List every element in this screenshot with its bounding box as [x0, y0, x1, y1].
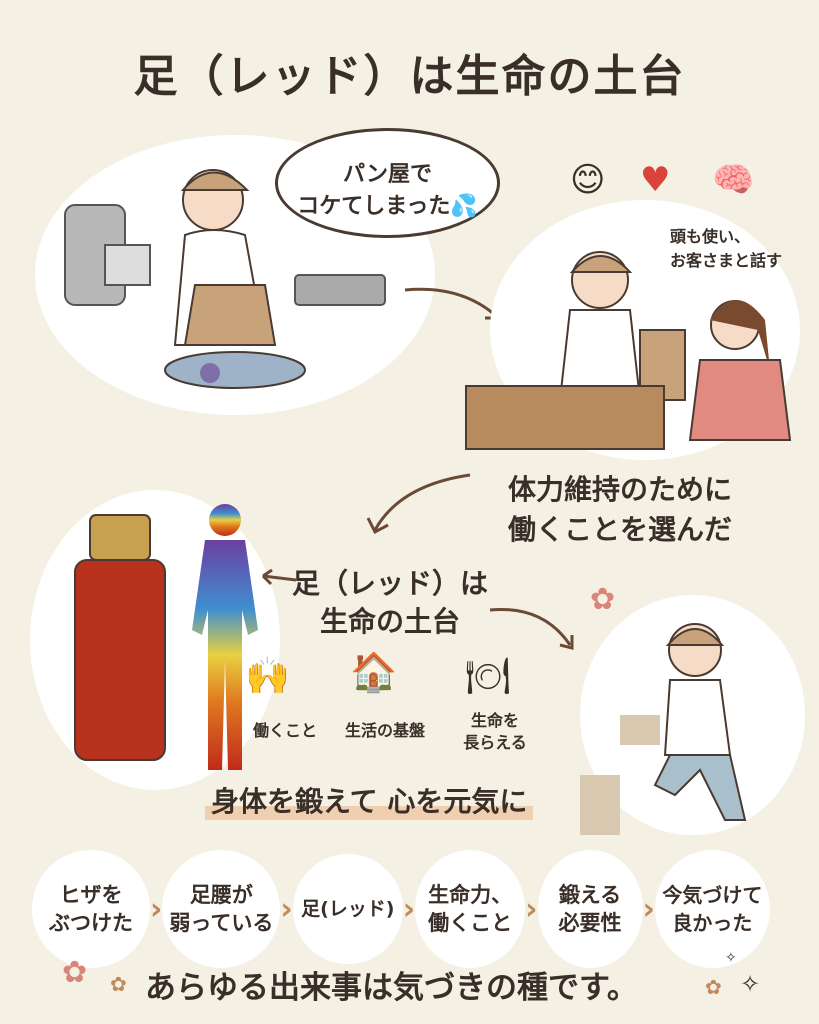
flow-step: ヒザを ぶつけた	[32, 850, 150, 968]
flow-step: 今気づけて 良かった	[654, 850, 770, 968]
chevron-right-icon: ›	[642, 891, 655, 927]
bakery-illustration	[558, 251, 792, 441]
speech-bubble: パン屋で コケてしまった💦	[275, 128, 500, 238]
arrow-icon	[366, 473, 471, 535]
speech-text: パン屋で コケてしまった💦	[297, 162, 478, 219]
footer-text: あらゆる出来事は気づきの種です。	[145, 970, 638, 1006]
brain-icon: 🧠	[712, 160, 755, 200]
scene-stairs	[580, 595, 805, 835]
heart-icon: ♥	[640, 160, 671, 200]
chevron-right-icon: ›	[280, 891, 293, 927]
scene-body	[30, 490, 280, 790]
flower-icon: ✿	[110, 972, 127, 996]
sparkle-icon: ✧	[740, 970, 761, 998]
chevron-right-icon: ›	[402, 891, 416, 927]
chevron-right-icon: ›	[525, 891, 538, 927]
flow-step: 鍛える 必要性	[537, 850, 643, 968]
slogan-text: 身体を鍛えて 心を元気に	[211, 785, 528, 818]
food-plate-icon: 🍽	[465, 656, 511, 697]
arrow-icon	[489, 607, 574, 650]
bottle-body-illustration	[74, 504, 258, 770]
counter	[465, 385, 665, 450]
page-title: 足（レッド）は生命の土台	[133, 51, 686, 102]
flow-step: 足腰が 弱っている	[162, 850, 281, 968]
flow-step: 生命力、 働くこと	[415, 850, 526, 968]
flower-icon: ✿	[705, 975, 722, 999]
flower-icon: ✿	[590, 582, 616, 617]
flow-chain: ヒザを ぶつけた › 足腰が 弱っている › 足(レッド) › 生命力、 働くこ…	[32, 850, 770, 968]
house-money-icon: 🏠	[350, 650, 398, 694]
stairs-illustration	[580, 623, 747, 835]
smile-icon: 😊	[570, 160, 606, 200]
sparkle-icon: ✧	[725, 950, 737, 966]
arrow-left-icon	[261, 568, 297, 586]
flow-step: 足(レッド)	[292, 854, 403, 964]
hands-icon: 🙌	[245, 656, 290, 697]
icon-label-food: 生命を 長らえる	[463, 711, 527, 752]
decision-text: 体力維持のために 働くことを選んだ	[507, 473, 732, 546]
bakery-caption: 頭も使い、 お客さまと話す	[670, 227, 783, 270]
icon-label-life: 生活の基盤	[344, 721, 425, 740]
chevron-right-icon: ›	[150, 891, 163, 927]
fall-illustration	[64, 169, 386, 389]
slogan: 身体を鍛えて 心を元気に	[205, 780, 534, 820]
center-heading: 足（レッド）は 生命の土台	[291, 567, 488, 638]
icon-label-work: 働くこと	[252, 721, 317, 740]
flower-icon: ✿	[62, 955, 88, 990]
